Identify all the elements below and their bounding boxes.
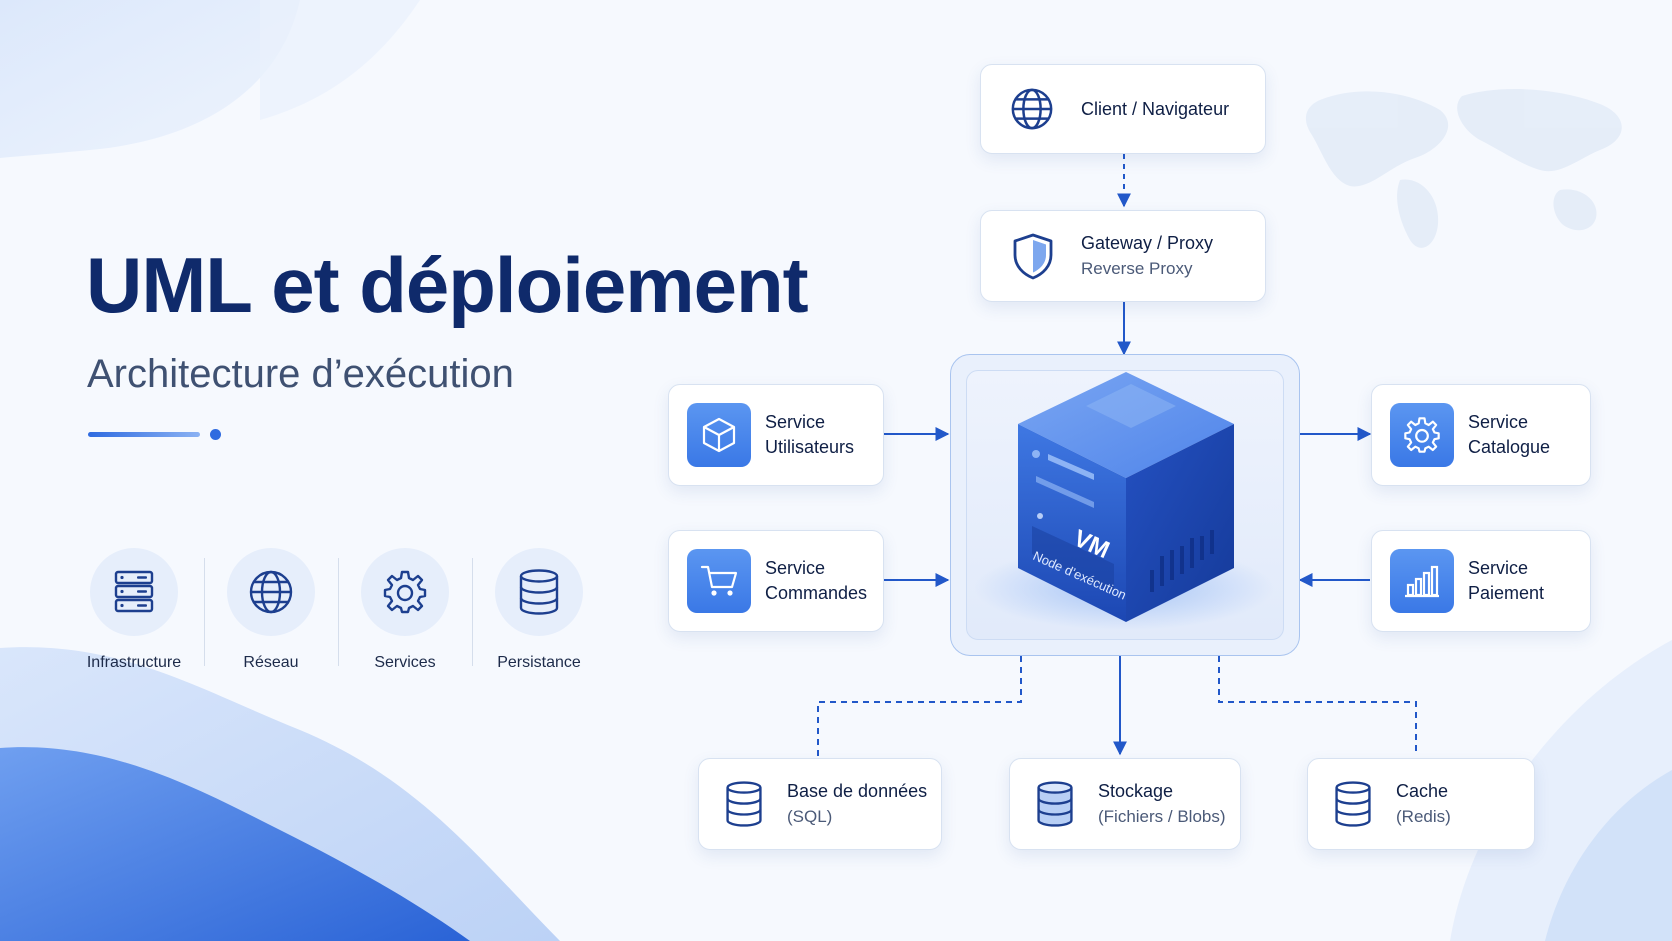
page-title: UML et déploiement bbox=[86, 241, 809, 329]
bar-chart-icon bbox=[1405, 565, 1439, 598]
node-label: Cache bbox=[1396, 781, 1449, 801]
gear-icon bbox=[1404, 417, 1440, 453]
database-icon bbox=[1037, 781, 1073, 827]
database-icon bbox=[1335, 781, 1371, 827]
service-catalog-node[interactable]: Service Catalogue bbox=[1371, 384, 1591, 486]
shield-icon bbox=[1013, 233, 1053, 280]
category-separator bbox=[472, 558, 473, 666]
cart-icon bbox=[700, 565, 738, 596]
service-payment-node[interactable]: Service Paiement bbox=[1371, 530, 1591, 632]
category-label: Infrastructure bbox=[86, 654, 182, 671]
accent-dot bbox=[210, 429, 221, 440]
node-label: Service bbox=[1468, 412, 1529, 432]
node-label: Base de données bbox=[787, 781, 928, 801]
service-orders-node[interactable]: Service Commandes bbox=[668, 530, 884, 632]
cube-server-icon: VM Node d’exécution bbox=[974, 372, 1274, 630]
node-label: Service bbox=[765, 412, 826, 432]
node-label: Utilisateurs bbox=[765, 437, 855, 457]
gear-icon bbox=[383, 570, 427, 614]
node-label: Catalogue bbox=[1468, 437, 1551, 457]
category-label: Services bbox=[374, 654, 436, 671]
node-label: Service bbox=[765, 558, 826, 578]
globe-icon bbox=[1011, 88, 1053, 130]
category-label: Persistance bbox=[497, 654, 581, 671]
category-label: Réseau bbox=[243, 654, 299, 671]
node-label: Paiement bbox=[1468, 583, 1545, 603]
server-rack-icon bbox=[114, 570, 154, 613]
category-infrastructure: Infrastructure bbox=[64, 548, 204, 672]
gateway-node[interactable]: Gateway / Proxy Reverse Proxy bbox=[980, 210, 1266, 302]
node-label: Service bbox=[1468, 558, 1529, 578]
node-sublabel: (SQL) bbox=[787, 807, 833, 826]
node-label: Gateway / Proxy bbox=[1081, 233, 1214, 253]
box-icon bbox=[702, 417, 736, 453]
node-sublabel: (Redis) bbox=[1396, 807, 1451, 826]
globe-icon bbox=[249, 570, 293, 614]
category-services: Services bbox=[335, 548, 475, 672]
storage-node[interactable]: Stockage (Fichiers / Blobs) bbox=[1009, 758, 1241, 850]
database-icon bbox=[519, 569, 559, 615]
page-subtitle: Architecture d’exécution bbox=[87, 352, 514, 396]
node-sublabel: (Fichiers / Blobs) bbox=[1098, 807, 1226, 826]
category-reseau: Réseau bbox=[201, 548, 341, 672]
node-sublabel: Reverse Proxy bbox=[1081, 259, 1193, 278]
node-label: Stockage bbox=[1098, 781, 1174, 801]
accent-line bbox=[88, 432, 200, 437]
category-separator bbox=[204, 558, 205, 666]
database-icon bbox=[726, 781, 762, 827]
client-node[interactable]: Client / Navigateur bbox=[980, 64, 1266, 154]
database-node[interactable]: Base de données (SQL) bbox=[698, 758, 942, 850]
category-persistance: Persistance bbox=[469, 548, 609, 672]
node-label: Commandes bbox=[765, 583, 868, 603]
node-label: Client / Navigateur bbox=[1081, 98, 1230, 119]
category-separator bbox=[338, 558, 339, 666]
cache-node[interactable]: Cache (Redis) bbox=[1307, 758, 1535, 850]
service-users-node[interactable]: Service Utilisateurs bbox=[668, 384, 884, 486]
